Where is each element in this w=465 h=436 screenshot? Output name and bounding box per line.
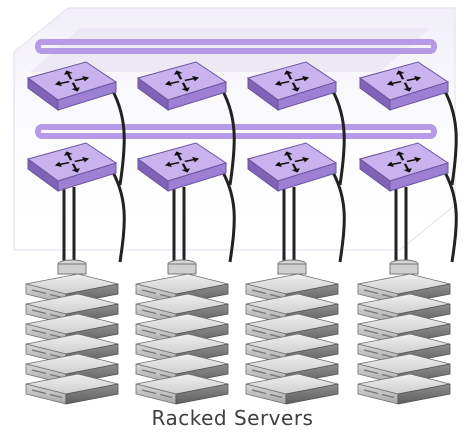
uplink-cable: [108, 85, 126, 186]
router-arrows-icon: [54, 70, 90, 92]
server-rack: [357, 259, 451, 405]
switch-icon: [26, 142, 118, 192]
cables: [62, 85, 458, 263]
uplink-cable: [440, 85, 458, 186]
switch-icon: [246, 61, 338, 111]
router-arrows-icon: [274, 151, 310, 173]
uplink-cable: [108, 166, 126, 263]
uplink-cable: [218, 166, 236, 263]
router-arrows-icon: [274, 70, 310, 92]
interconnect-links: [35, 39, 437, 139]
server-rack: [135, 259, 229, 405]
uplink-cable: [328, 166, 346, 263]
switch-icon: [136, 142, 228, 192]
router-arrows-icon: [54, 151, 90, 173]
diagram-caption: Racked Servers: [151, 406, 314, 430]
router-arrows-icon: [164, 70, 200, 92]
router-arrows-icon: [386, 70, 422, 92]
server-rack: [245, 259, 339, 405]
switch-icon: [26, 61, 118, 111]
server-icon: [25, 373, 119, 405]
uplink-cable: [328, 85, 346, 186]
switch-icon: [246, 142, 338, 192]
switch-grid: [26, 61, 450, 192]
server-icon: [357, 373, 451, 405]
uplink-cable: [218, 85, 236, 186]
server-racks: [25, 259, 451, 405]
server-icon: [135, 373, 229, 405]
server-icon: [135, 273, 229, 305]
router-arrows-icon: [164, 151, 200, 173]
switch-icon: [136, 61, 228, 111]
switch-icon: [358, 61, 450, 111]
server-icon: [245, 373, 339, 405]
switch-icon: [358, 142, 450, 192]
uplink-cable: [440, 166, 458, 263]
router-arrows-icon: [386, 151, 422, 173]
server-rack: [25, 259, 119, 405]
